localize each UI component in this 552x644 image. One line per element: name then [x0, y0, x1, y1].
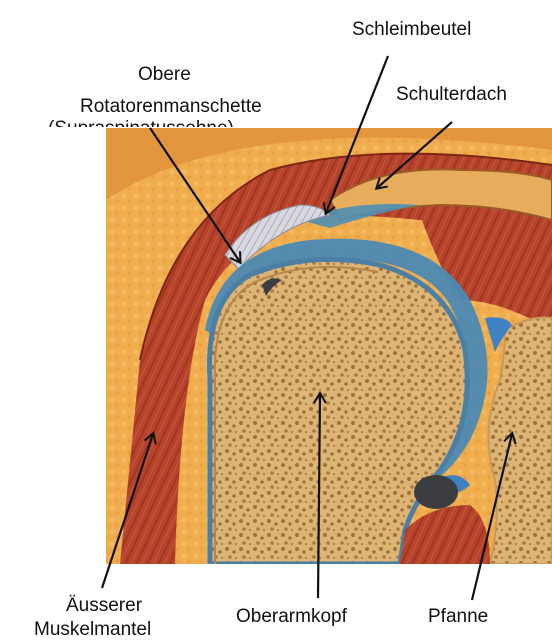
label-muskelmantel: Muskelmantel — [34, 618, 151, 641]
label-rotatorenmanschette: Rotatorenmanschette — [80, 95, 262, 118]
label-supraspinatussehne: (Supraspinatussehne) — [48, 117, 234, 127]
label-pfanne: Pfanne — [428, 605, 488, 628]
illustration-panel — [106, 128, 552, 564]
label-aeusserer: Äusserer — [66, 594, 142, 617]
label-schulterdach: Schulterdach — [396, 83, 507, 106]
label-schleimbeutel: Schleimbeutel — [352, 18, 471, 41]
label-supraspinatussehne-clip: (Supraspinatussehne) — [40, 117, 320, 127]
label-oberarmkopf: Oberarmkopf — [236, 605, 347, 628]
label-obere: Obere — [138, 63, 191, 86]
